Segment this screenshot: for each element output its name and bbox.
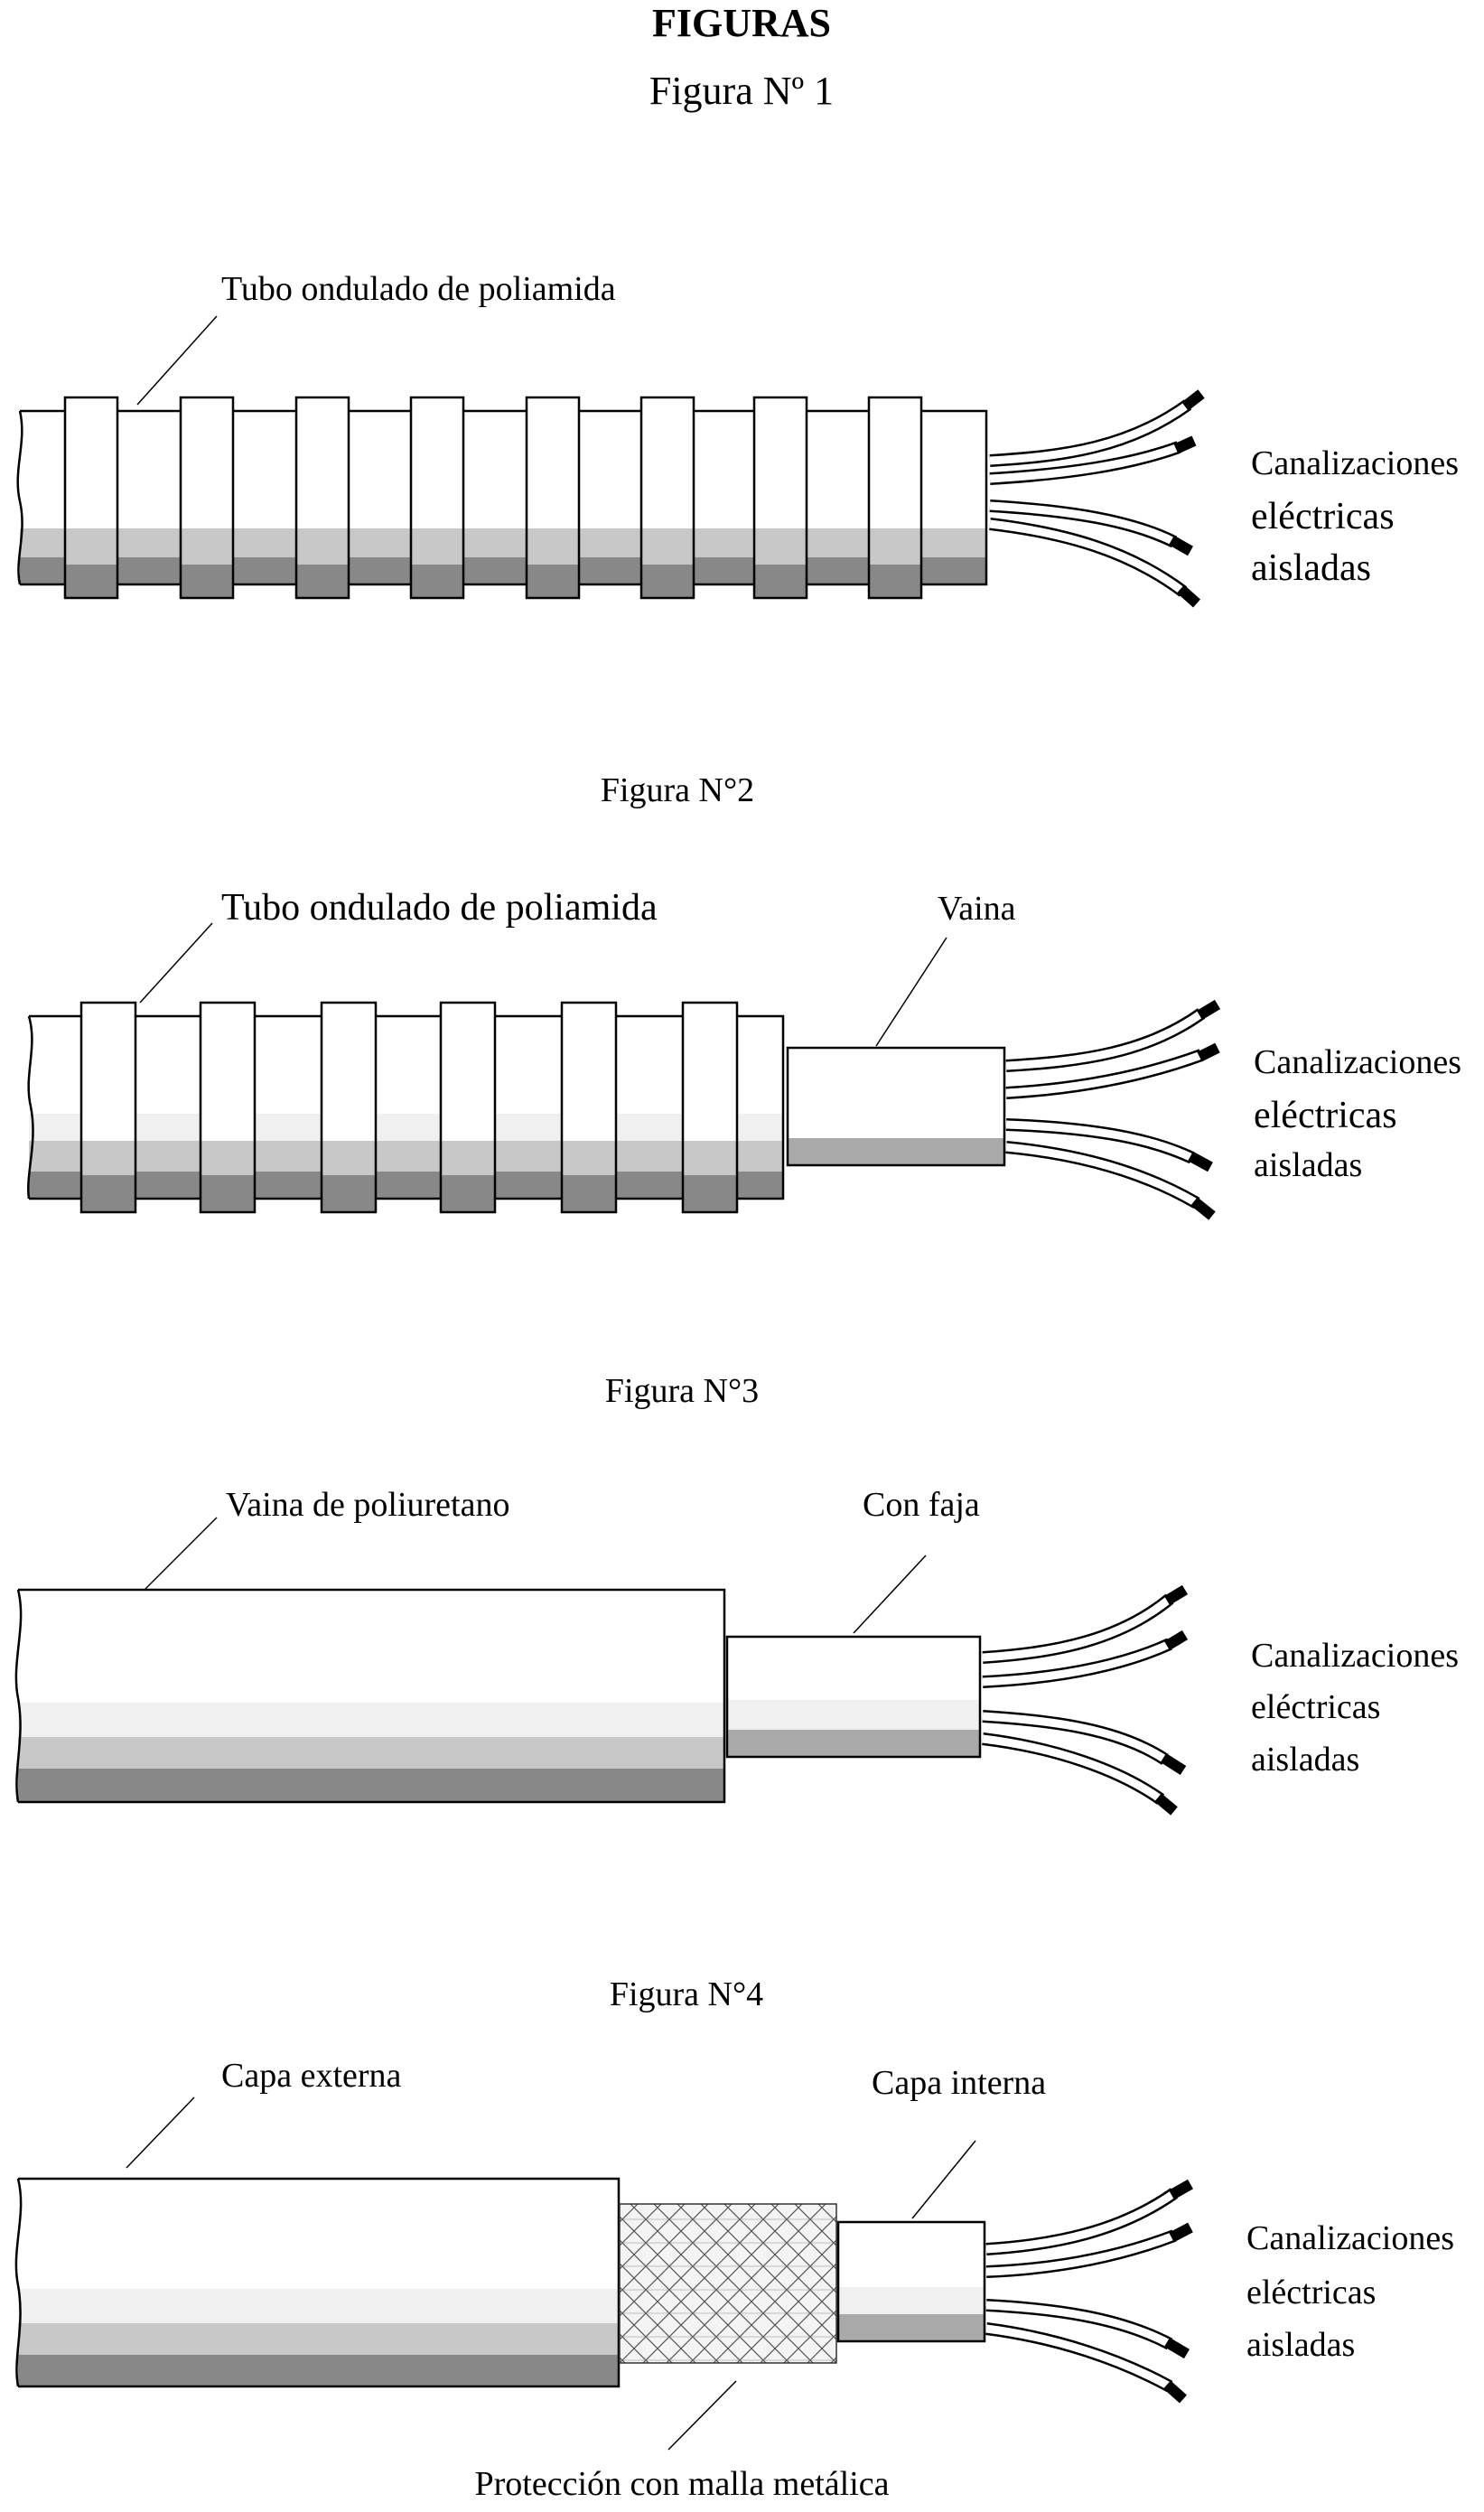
wire-tip — [1188, 1151, 1213, 1172]
wire-tip — [1196, 999, 1221, 1021]
figure-4-inner-layer — [836, 2220, 986, 2343]
figure-1-ring — [867, 396, 923, 600]
wire-tip — [1190, 1197, 1216, 1220]
figure-3-leader-inner — [853, 1555, 927, 1634]
wire-tip — [1163, 1630, 1189, 1651]
figure-2-ring — [439, 1001, 497, 1214]
wire-tip — [1163, 1584, 1189, 1606]
figure-2-tube — [27, 1001, 785, 1214]
figure-3-inner-sheath — [725, 1635, 982, 1759]
figure-4-conductors-label-2: eléctricas — [1246, 2274, 1376, 2311]
figure-1-ring — [752, 396, 808, 600]
figure-3: Figura N°3 — [14, 1372, 1459, 1816]
figure-2-ring — [199, 1001, 257, 1214]
figure-3-inner-label: Con faja — [863, 1486, 980, 1524]
figure-2-label: Figura N°2 — [601, 771, 754, 809]
figure-1-ring — [179, 396, 235, 600]
figure-4-leader-mesh — [667, 2380, 737, 2451]
wire-tip — [1177, 584, 1200, 608]
figure-2-ring — [320, 1001, 378, 1214]
figure-2-conductors-label-1: Canalizaciones — [1254, 1043, 1461, 1081]
wire-tip — [1181, 389, 1205, 411]
figure-3-label: Figura N°3 — [605, 1372, 759, 1410]
figure-2-conductors-label-2: eléctricas — [1254, 1095, 1397, 1136]
figure-2-tube-label: Tubo ondulado de poliamida — [221, 887, 658, 929]
figure-2-wires — [1005, 999, 1221, 1220]
wire-tip — [1154, 1793, 1178, 1816]
wire-tip — [1169, 2222, 1193, 2243]
figure-1-ring — [409, 396, 465, 600]
wire-tip — [1160, 1752, 1187, 1776]
figure-3-wires — [982, 1584, 1189, 1816]
wire-tip — [1173, 435, 1197, 454]
figure-1-conductors-label-1: Canalizaciones — [1251, 444, 1459, 482]
figure-1: Figura Nº 1 — [16, 69, 1459, 608]
figure-4-outer-label: Capa externa — [221, 2057, 402, 2095]
figure-1-wires — [989, 389, 1205, 608]
figure-1-ring — [639, 396, 695, 600]
figure-1-conductors-label-3: aisladas — [1251, 547, 1371, 589]
figure-1-leader-line — [136, 315, 218, 406]
figure-1-ring — [63, 396, 119, 600]
figure-4-mesh-label: Protección con malla metálica — [475, 2465, 890, 2503]
figure-4-leader-outer — [126, 2096, 195, 2169]
wire-tip — [1163, 2337, 1190, 2359]
figure-2-sheath-label: Vaina — [938, 890, 1016, 928]
figure-4-label: Figura N°4 — [610, 1975, 763, 2013]
figure-3-conductors-label-1: Canalizaciones — [1251, 1637, 1459, 1675]
figure-4: Figura N°4 — [14, 1975, 1454, 2503]
wire-tip — [1169, 2179, 1193, 2200]
figure-4-wires — [985, 2179, 1193, 2404]
figure-1-ring — [525, 396, 581, 600]
figure-1-tube — [16, 396, 988, 600]
figure-4-outer-layer — [14, 2177, 621, 2388]
figure-4-metal-mesh — [619, 2203, 837, 2364]
wire-tip — [1163, 2380, 1187, 2404]
wire-tip — [1169, 535, 1193, 556]
figure-3-outer-sheath — [14, 1588, 726, 1804]
figure-4-leader-inner — [911, 2140, 976, 2219]
figure-3-conductors-label-2: eléctricas — [1251, 1688, 1380, 1726]
figure-1-conductors-label-2: eléctricas — [1251, 496, 1395, 537]
figure-3-leader-outer — [144, 1517, 218, 1591]
figure-3-outer-label: Vaina de poliuretano — [226, 1486, 509, 1524]
figure-2-sheath — [786, 1046, 1006, 1167]
figure-1-label: Figura Nº 1 — [649, 69, 834, 113]
figure-1-ring — [294, 396, 350, 600]
figure-2-leader-sheath — [875, 937, 947, 1047]
figure-4-conductors-label-3: aisladas — [1246, 2326, 1355, 2364]
figure-2-ring — [560, 1001, 618, 1214]
figure-4-conductors-label-1: Canalizaciones — [1246, 2219, 1454, 2257]
page-title: FIGURAS — [652, 1, 831, 45]
figure-4-inner-label: Capa interna — [872, 2064, 1046, 2102]
figure-2-leader-tube — [139, 922, 213, 1004]
figure-2-conductors-label-3: aisladas — [1254, 1146, 1362, 1184]
figure-2: Figura N°2 — [27, 771, 1461, 1220]
figure-1-tube-label: Tubo ondulado de poliamida — [221, 270, 616, 308]
figure-3-conductors-label-3: aisladas — [1251, 1741, 1359, 1779]
figure-2-ring — [79, 1001, 137, 1214]
wire-tip — [1197, 1042, 1220, 1062]
figure-2-ring — [681, 1001, 739, 1214]
